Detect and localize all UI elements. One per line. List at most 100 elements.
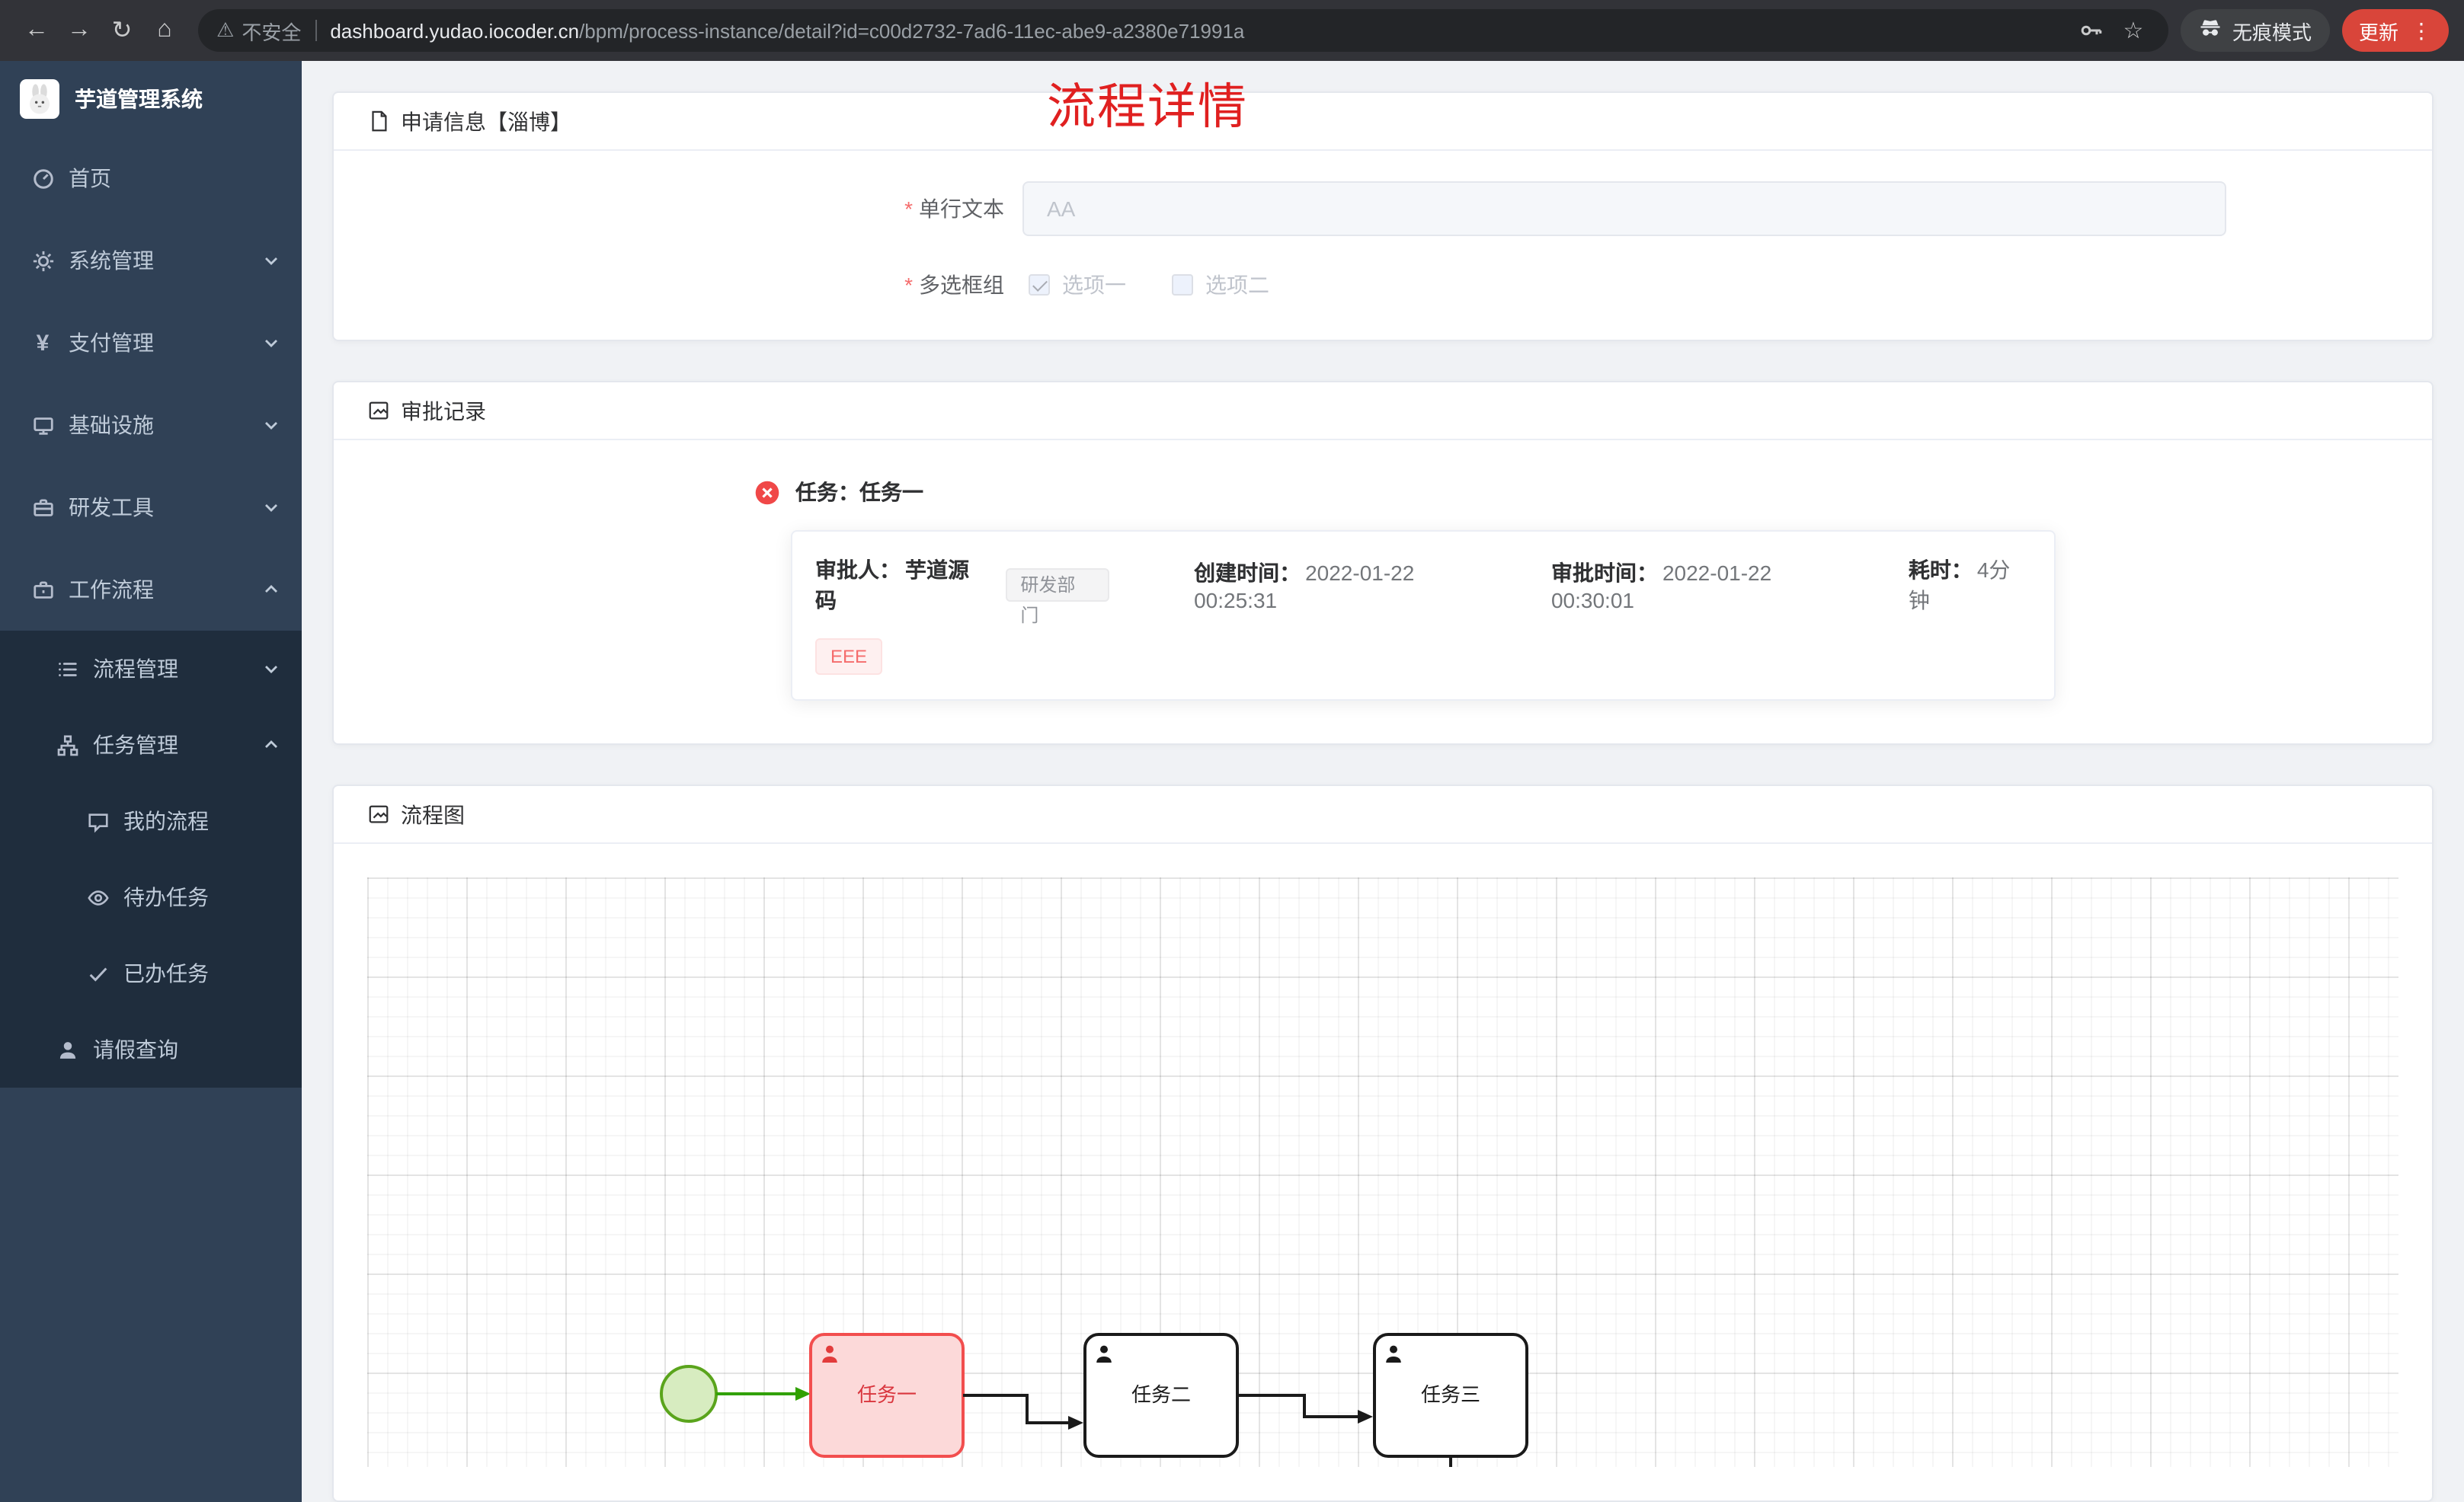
required-marker: * <box>904 197 913 221</box>
sidebar-menu: 首页 系统管理 ¥ 支付管理 <box>0 137 302 1088</box>
update-button[interactable]: 更新 ⋮ <box>2341 9 2449 52</box>
approval-card-title: 审批记录 <box>401 398 486 423</box>
bpmn-task-3[interactable]: 任务三 <box>1373 1333 1528 1458</box>
dept-tag: 研发部门 <box>1005 568 1109 626</box>
diagram-card-title: 流程图 <box>401 802 465 826</box>
page-title: 流程详情 <box>1047 79 1249 134</box>
field-label-checkbox-group: *多选框组 <box>904 273 1004 297</box>
reload-icon[interactable]: ↻ <box>111 18 133 44</box>
bpmn-task-3-label: 任务三 <box>1421 1383 1480 1406</box>
diagram-card-header: 流程图 <box>334 786 2432 844</box>
incognito-badge: 无痕模式 <box>2180 9 2330 52</box>
approver-item: 审批人：芋道源码 <box>815 558 969 612</box>
sidebar-item-payment[interactable]: ¥ 支付管理 <box>0 302 302 384</box>
created-time-item: 创建时间：2022-01-22 00:25:31 <box>1194 561 1415 612</box>
user-task-icon <box>822 1345 837 1363</box>
chevron-down-icon <box>262 416 280 434</box>
sidebar-item-leave-query[interactable]: 请假查询 <box>0 1011 302 1088</box>
task-title: 任务：任务一 <box>795 480 923 504</box>
bpmn-edge-task2-task3 <box>1237 1394 1358 1418</box>
app-title: 芋道管理系统 <box>75 87 203 111</box>
eye-icon <box>85 885 110 909</box>
checkbox-checked-icon <box>1029 274 1050 296</box>
checkbox-unchecked-icon <box>1172 274 1193 296</box>
approved-time-item: 审批时间：2022-01-22 00:30:01 <box>1550 561 1772 612</box>
approval-record-card: 审批记录 任务：任务一 审批人：芋道源码 研发部门 创建时间：2022-01-2… <box>332 381 2434 745</box>
check-icon <box>85 961 110 986</box>
approval-detail-card: 审批人：芋道源码 研发部门 创建时间：2022-01-22 00:25:31 审… <box>791 530 2056 701</box>
chevron-down-icon <box>262 498 280 516</box>
chevron-down-icon <box>262 251 280 270</box>
url-path: /bpm/process-instance/detail?id=c00d2732… <box>579 19 1245 42</box>
update-label: 更新 <box>2358 21 2398 43</box>
field-label-single-line: *单行文本 <box>904 197 1004 221</box>
monitor-icon <box>30 413 55 437</box>
record-icon <box>367 399 390 422</box>
gear-icon <box>30 248 55 273</box>
user-icon <box>55 1037 79 1062</box>
bpmn-start-event[interactable] <box>660 1365 718 1423</box>
yen-icon: ¥ <box>36 330 50 356</box>
chevron-up-icon <box>262 580 280 599</box>
url-host: dashboard.yudao.iocoder.cn <box>330 19 580 42</box>
tree-icon <box>55 733 79 757</box>
checkbox-group: 选项一 选项二 <box>1029 270 1315 300</box>
chevron-down-icon <box>262 660 280 678</box>
workflow-submenu: 流程管理 任务管理 我的流程 <box>0 631 302 1088</box>
browser-chrome: ← → ↻ ⌂ ⚠ 不安全 dashboard.yudao.iocoder.cn… <box>0 0 2464 61</box>
single-line-text-input: AA <box>1022 181 2226 236</box>
required-marker: * <box>904 273 913 297</box>
document-icon <box>367 110 390 133</box>
user-task-icon <box>1096 1345 1112 1363</box>
sidebar-item-todo-tasks[interactable]: 待办任务 <box>0 859 302 935</box>
bpmn-task-2-label: 任务二 <box>1131 1383 1191 1406</box>
briefcase-icon <box>30 577 55 602</box>
browser-menu-icon[interactable]: ⋮ <box>2411 18 2432 43</box>
bpmn-task-1-label: 任务一 <box>857 1383 917 1406</box>
incognito-icon <box>2199 17 2222 44</box>
bpmn-task-2[interactable]: 任务二 <box>1083 1333 1239 1458</box>
sidebar-item-devtools[interactable]: 研发工具 <box>0 466 302 548</box>
bpmn-arrowhead <box>795 1387 811 1401</box>
chevron-up-icon <box>262 736 280 754</box>
list-icon <box>55 657 79 681</box>
sidebar-item-system[interactable]: 系统管理 <box>0 219 302 302</box>
forward-icon[interactable]: → <box>67 17 91 43</box>
password-key-icon[interactable] <box>2074 14 2107 47</box>
bookmark-star-icon[interactable]: ☆ <box>2123 18 2144 44</box>
checkbox-option-1: 选项一 <box>1029 270 1126 300</box>
approval-card-header: 审批记录 <box>334 382 2432 440</box>
bpmn-arrowhead <box>1358 1410 1373 1424</box>
bpmn-edge-task1-task2 <box>963 1394 1068 1424</box>
user-task-icon <box>1386 1345 1401 1363</box>
address-bar[interactable]: ⚠ 不安全 dashboard.yudao.iocoder.cn/bpm/pro… <box>198 9 2168 52</box>
incognito-label: 无痕模式 <box>2232 21 2312 43</box>
sidebar-item-home[interactable]: 首页 <box>0 137 302 219</box>
not-secure-label: 不安全 <box>242 21 302 43</box>
sidebar: 芋道管理系统 首页 系统管理 ¥ <box>0 61 302 1502</box>
sidebar-item-done-tasks[interactable]: 已办任务 <box>0 935 302 1011</box>
approval-meta-row: 审批人：芋道源码 研发部门 创建时间：2022-01-22 00:25:31 审… <box>815 554 2031 626</box>
form-row-single-line-text: *单行文本 AA <box>334 181 2432 236</box>
duration-item: 耗时：4分钟 <box>1908 558 2011 612</box>
apply-card-title: 申请信息【淄博】 <box>401 109 571 133</box>
sidebar-item-task-management[interactable]: 任务管理 <box>0 707 302 783</box>
sidebar-item-infrastructure[interactable]: 基础设施 <box>0 384 302 466</box>
chevron-down-icon <box>262 334 280 352</box>
app-logo[interactable]: 芋道管理系统 <box>0 61 302 137</box>
sidebar-item-workflow[interactable]: 工作流程 <box>0 548 302 631</box>
bpmn-canvas[interactable]: 任务一 任 <box>367 877 2398 1467</box>
back-icon[interactable]: ← <box>24 17 49 43</box>
chat-icon <box>85 809 110 833</box>
bpmn-task-1[interactable]: 任务一 <box>809 1333 965 1458</box>
apply-card-header: 申请信息【淄博】 <box>334 93 2432 151</box>
sidebar-item-my-process[interactable]: 我的流程 <box>0 783 302 859</box>
home-icon[interactable]: ⌂ <box>157 17 172 43</box>
diagram-icon <box>367 803 390 826</box>
apply-info-card: 申请信息【淄博】 *单行文本 AA *多选框组 选项一 <box>332 91 2434 341</box>
checkbox-option-2: 选项二 <box>1172 270 1269 300</box>
task-rejected-icon <box>754 479 780 505</box>
omnibox-divider <box>315 20 317 41</box>
url-text: dashboard.yudao.iocoder.cn/bpm/process-i… <box>330 19 1244 42</box>
sidebar-item-process-management[interactable]: 流程管理 <box>0 631 302 707</box>
